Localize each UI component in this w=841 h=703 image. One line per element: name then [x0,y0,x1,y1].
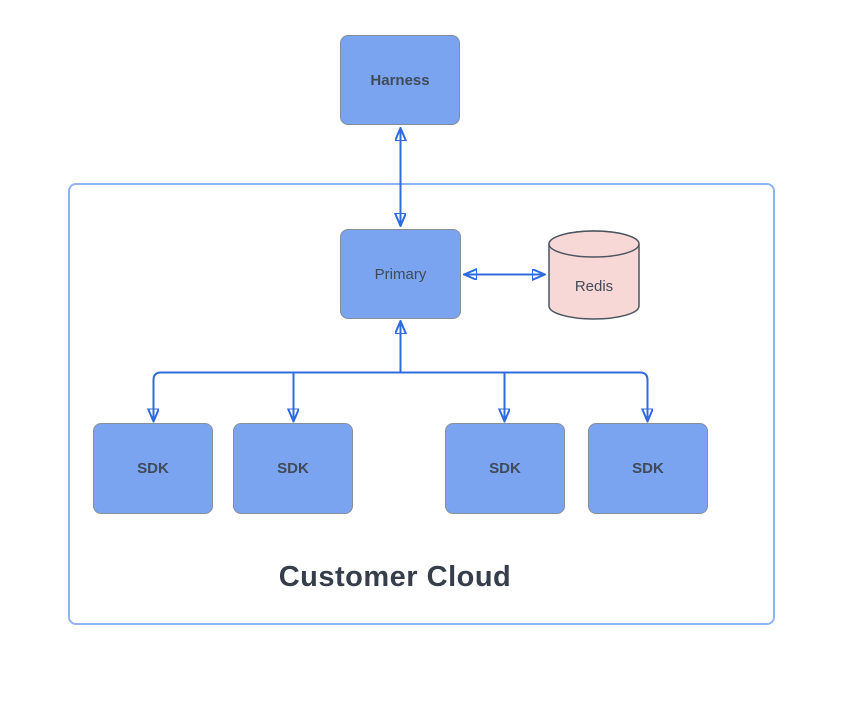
customer-cloud-container[interactable] [68,183,775,625]
node-primary[interactable]: Primary [340,229,461,319]
harness-label: Harness [370,71,430,89]
node-sdk-3[interactable]: SDK [445,423,565,514]
customer-cloud-label: Customer Cloud [278,561,512,593]
node-harness[interactable]: Harness [340,35,460,125]
primary-label: Primary [374,265,427,283]
node-sdk-2[interactable]: SDK [233,423,353,514]
database-cylinder-icon [548,230,640,320]
sdk-3-label: SDK [489,460,521,477]
node-redis[interactable]: Redis [548,230,640,320]
node-sdk-1[interactable]: SDK [93,423,213,514]
node-sdk-4[interactable]: SDK [588,423,708,514]
redis-label: Redis [574,277,614,295]
sdk-2-label: SDK [277,460,309,477]
sdk-4-label: SDK [632,460,664,477]
sdk-1-label: SDK [137,460,169,477]
